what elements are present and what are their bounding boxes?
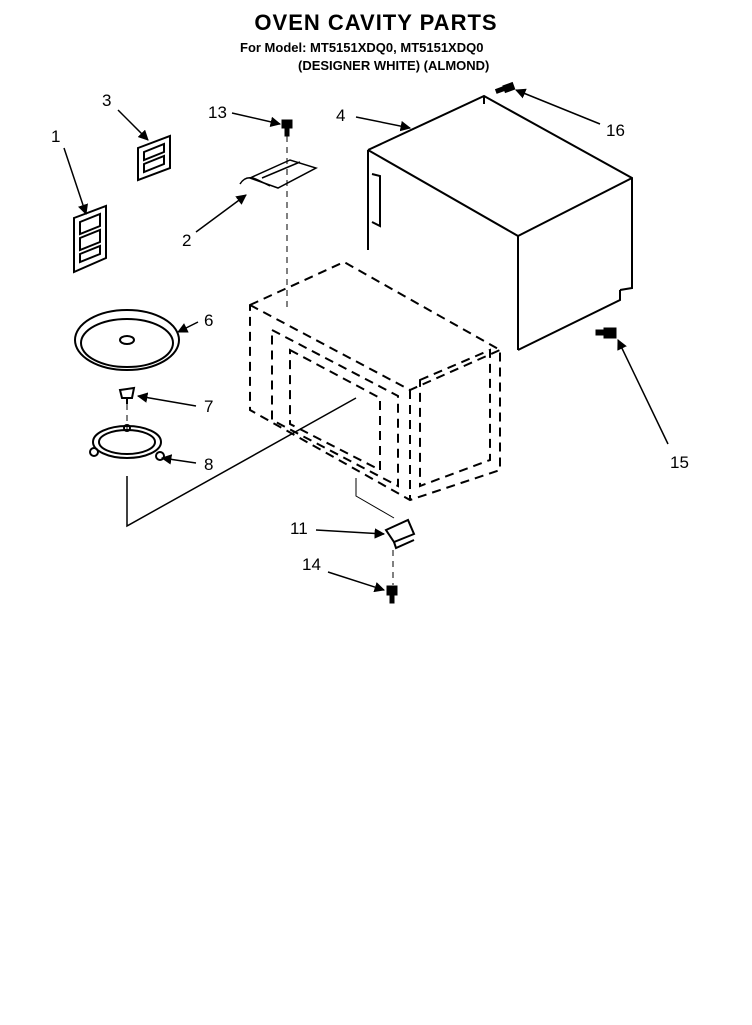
screw-part-15: [595, 327, 617, 339]
model-numbers: For Model: MT5151XDQ0, MT5151XDQ0: [240, 40, 484, 55]
color-variants: (DESIGNER WHITE) (ALMOND): [298, 58, 490, 73]
screw-part-16: [494, 81, 516, 94]
turntable-motor-part-11: [384, 518, 416, 550]
callout-1: 1: [51, 127, 60, 146]
callout-3: 3: [102, 91, 111, 110]
callout-13: 13: [208, 103, 227, 122]
callout-2: 2: [182, 231, 191, 250]
callout-4: 4: [336, 106, 345, 125]
assembly-bracket-line: [126, 397, 357, 528]
callout-6: 6: [204, 311, 213, 330]
callout-16: 16: [606, 121, 625, 140]
callout-7: 7: [204, 397, 213, 416]
bracket-part-2: [239, 159, 318, 189]
callout-15: 15: [670, 453, 689, 472]
screw-part-13: [281, 119, 293, 137]
oven-cavity-dashed: [249, 260, 501, 502]
cabinet-wrapper-part-4: [367, 94, 633, 351]
glass-tray-part-6: [74, 309, 180, 371]
leader-arrows: [63, 88, 669, 593]
roller-ring-part-8: [89, 424, 165, 461]
callout-8: 8: [204, 455, 213, 474]
callout-11: 11: [290, 519, 308, 538]
vent-grille-part-1: [73, 204, 107, 274]
callout-14: 14: [302, 555, 321, 574]
grille-part-3: [137, 134, 171, 182]
coupler-part-7: [118, 386, 136, 404]
page-title: OVEN CAVITY PARTS: [254, 10, 498, 35]
screw-part-14: [386, 585, 398, 604]
motor-guide-line: [355, 478, 395, 519]
